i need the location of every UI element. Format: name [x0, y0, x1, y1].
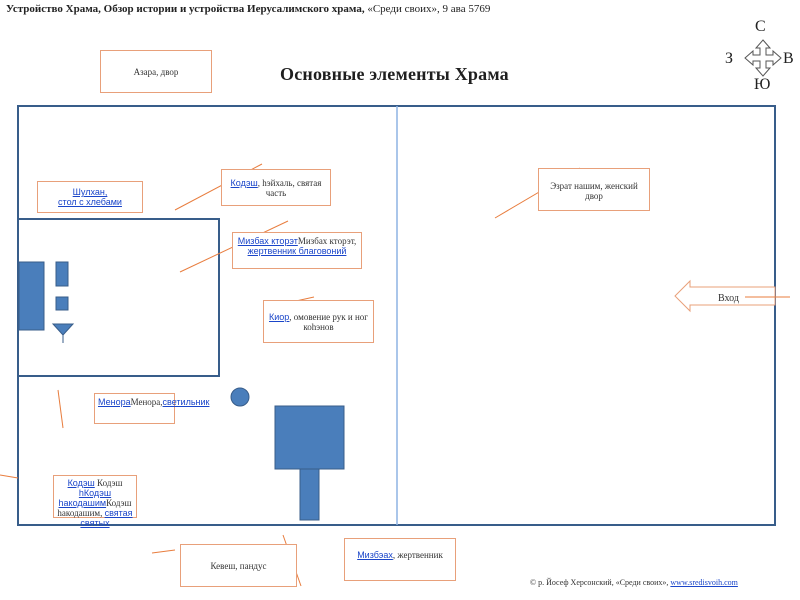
entrance-label: Вход	[718, 293, 739, 304]
shulhan-shape	[55, 261, 69, 287]
ramp-shape	[299, 468, 320, 521]
kior-shape	[230, 387, 250, 407]
link-kior[interactable]: Киор	[269, 312, 290, 322]
compass-north: С	[755, 18, 766, 35]
holy-of-holies	[18, 261, 45, 331]
link-svetilnik[interactable]: светильник	[162, 397, 210, 407]
header-subtitle: «Среди своих», 9 ава 5769	[364, 3, 491, 15]
label-mizbeah: Мизбэах, жертвенник	[344, 538, 456, 581]
page-header: Устройство Храма, Обзор истории и устрой…	[6, 3, 490, 15]
label-kodesh-hakodashim: Кодэш Кодэш hКодэш hакодашимКодэш hакода…	[53, 475, 137, 528]
page-title: Основные элементы Храма	[280, 64, 509, 84]
link-svyataya-svyatyh[interactable]: святая святых	[80, 508, 133, 528]
mizbah-ktoret-shape	[55, 296, 69, 311]
label-kevesh: Кевеш, пандус	[180, 544, 297, 587]
entrance-arrow-icon	[674, 279, 776, 313]
label-menora: МенораМенора,светильник	[94, 393, 209, 424]
label-ezrat-nashim: Эзрат нашим, женский двор	[538, 168, 650, 211]
footer-link[interactable]: www.sredisvoih.com	[670, 578, 738, 587]
compass: С З В Ю	[725, 18, 795, 93]
link-kodesh[interactable]: Кодэш	[230, 178, 258, 188]
label-kodesh: Кодэш, hэйхаль, святая часть	[221, 169, 331, 206]
label-shulhan: Шулхан, стол с хлебами	[37, 181, 143, 213]
label-mizbah-ktoret: Мизбах кторэтМизбах кторэт, жертвенник б…	[232, 232, 362, 269]
footer: © р. Йосеф Херсонский, «Среди своих», ww…	[530, 578, 738, 587]
link-kodesh-2[interactable]: Кодэш	[67, 478, 95, 488]
link-menora[interactable]: Менора	[98, 397, 131, 407]
altar-shape	[274, 405, 345, 470]
link-zhertvennik-blagovoniy[interactable]: жертвенник благовоний	[247, 246, 347, 256]
menora-shape	[51, 323, 75, 336]
link-shulhan-stol[interactable]: стол с хлебами	[58, 197, 122, 207]
link-mizbeah[interactable]: Мизбэах	[357, 550, 393, 560]
compass-south: Ю	[754, 76, 771, 93]
header-title: Устройство Храма, Обзор истории и устрой…	[6, 3, 365, 15]
link-shulhan[interactable]: Шулхан,	[72, 187, 108, 197]
label-kior: Киор, омовение рук и ног коhэнов	[263, 300, 374, 343]
sanctuary-outline	[17, 218, 220, 377]
label-azara: Азара, двор	[100, 50, 212, 93]
compass-west: З	[725, 50, 734, 67]
compass-arrows-icon	[744, 39, 782, 77]
link-mizbah-ktoret[interactable]: Мизбах кторэт	[237, 236, 298, 246]
footer-text: © р. Йосеф Херсонский, «Среди своих»,	[530, 578, 671, 587]
link-hakodesh-hakodashim[interactable]: hКодэш hакодашим	[58, 488, 112, 508]
compass-east: В	[783, 50, 794, 67]
